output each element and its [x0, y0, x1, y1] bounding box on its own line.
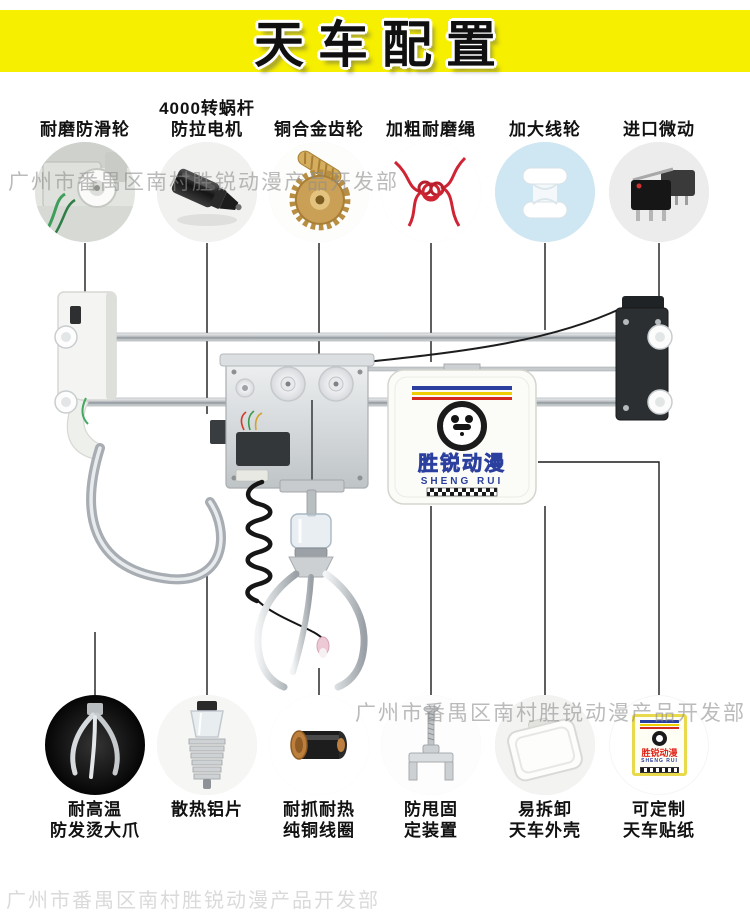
logo-box: 胜锐动漫 SHENG RUI [387, 363, 537, 505]
right-bracket [615, 296, 673, 421]
carriage [210, 353, 375, 493]
feature-callout-aluminum-fins: 散热铝片 [132, 695, 282, 820]
chrome-tube-highlight [89, 446, 223, 581]
feature-callout-anti-slip-wheel: 耐磨防滑轮 [10, 96, 160, 242]
aluminum-fins-photo [157, 695, 257, 795]
sticker-logo-name: 胜锐动漫 [641, 748, 678, 758]
feature-callout-red-rope: 加粗耐磨绳 [356, 96, 506, 242]
big-claw-photo [45, 695, 145, 795]
copper-coil-photo [269, 695, 369, 795]
copper-gear-photo [269, 142, 369, 242]
feature-label: 加大线轮 [509, 120, 581, 139]
anti-swing-fixture-photo [381, 695, 481, 795]
feature-label: 4000转蜗杆 防拉电机 [159, 99, 255, 139]
sticker-stripes [639, 720, 680, 729]
feature-callout-copper-gear: 铜合金齿轮 [244, 96, 394, 242]
feature-label: 进口微动 [623, 120, 695, 139]
claw [254, 489, 368, 691]
claw-arm-middle [290, 574, 314, 675]
feature-callout-copper-coil: 耐抓耐热 纯铜线圈 [244, 695, 394, 841]
logo-name-en: SHENG RUI [421, 476, 504, 487]
feature-callout-big-claw: 耐高温 防发烫大爪 [20, 695, 170, 841]
feature-label: 加粗耐磨绳 [386, 120, 476, 139]
left-bracket [54, 291, 117, 461]
wire-wheel-photo [495, 142, 595, 242]
anti-slip-wheel-photo [35, 142, 135, 242]
feature-label: 耐高温 防发烫大爪 [50, 800, 140, 840]
sticker-logo-name-en: SHENG RUI [641, 758, 678, 764]
feature-label: 散热铝片 [171, 800, 243, 819]
sticker: 胜锐动漫 SHENG RUI [632, 714, 687, 776]
feature-callout-worm-motor: 4000转蜗杆 防拉电机 [132, 96, 282, 242]
page-title: 天车配置 [254, 17, 510, 73]
claw-arm-right [322, 570, 368, 691]
worm-motor-photo [157, 142, 257, 242]
sticker-logo-badge [652, 731, 667, 746]
logo-name: 胜锐动漫 [418, 451, 506, 475]
feature-callout-crane-sticker: 胜锐动漫 SHENG RUI 可定制 天车贴纸 [584, 695, 734, 841]
crane-shell-photo [495, 695, 595, 795]
logo-badge [437, 401, 487, 451]
feature-label: 防甩固 定装置 [404, 800, 458, 840]
gantry-machine-photo: 胜锐动漫 SHENG RUI [54, 291, 673, 691]
feature-label: 耐磨防滑轮 [40, 120, 130, 139]
title-banner: 天车配置 [0, 10, 750, 73]
feature-callout-wire-wheel: 加大线轮 [470, 96, 620, 242]
spiral-cable [245, 479, 273, 604]
crane-sticker-photo: 胜锐动漫 SHENG RUI [609, 695, 709, 795]
callout-line [538, 461, 660, 697]
feature-callout-anti-swing-fixture: 防甩固 定装置 [356, 695, 506, 841]
chrome-tube [86, 443, 226, 585]
claw-arm-left [254, 570, 300, 691]
feature-label: 易拆卸 天车外壳 [509, 800, 581, 840]
red-rope-photo [381, 142, 481, 242]
feature-label: 可定制 天车贴纸 [623, 800, 695, 840]
feature-label: 铜合金齿轮 [274, 120, 364, 139]
top-cable [365, 307, 623, 363]
sticker-checker-band [639, 767, 680, 773]
feature-callout-micro-switch: 进口微动 [584, 96, 734, 242]
feature-callout-crane-shell: 易拆卸 天车外壳 [470, 695, 620, 841]
feature-label: 耐抓耐热 纯铜线圈 [283, 800, 355, 840]
micro-switch-photo [609, 142, 709, 242]
